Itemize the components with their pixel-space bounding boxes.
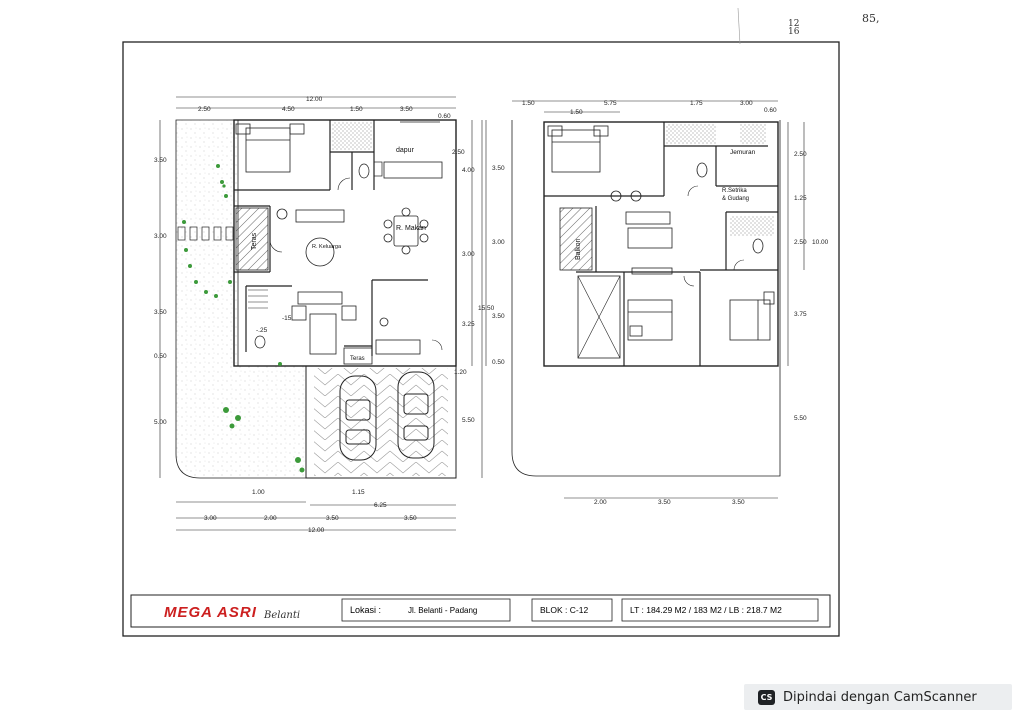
dim-uf-right-4: 3.75 (794, 311, 807, 318)
dim-gf-bottom-6: 3.50 (326, 515, 339, 522)
handwritten-note-2: 85, (862, 12, 880, 25)
room-label-makan: R. Makan (396, 225, 426, 232)
dim-uf-right-3: 2.50 (794, 239, 807, 246)
dim-gf-left-4: 0.50 (154, 353, 167, 360)
dim-gf-bottom-total: 12.00 (308, 527, 325, 534)
camscanner-watermark: CS Dipindai dengan CamScanner (744, 684, 1012, 710)
dim-gf-right-1: 2.50 (452, 149, 465, 156)
dim-uf-bottom-1: 2.00 (594, 499, 607, 506)
sheet-border (122, 41, 840, 637)
handwritten-note-1: 12 16 (788, 19, 800, 37)
dim-uf-right-1: 2.50 (794, 151, 807, 158)
lokasi-value: Jl. Belanti - Padang (408, 606, 477, 615)
dim-uf-right-2: 1.25 (794, 195, 807, 202)
dim-uf-top-5: 3.00 (740, 100, 753, 107)
dim-gf-bottom-4: 3.00 (204, 515, 217, 522)
dim-gf-bottom-2: 1.15 (352, 489, 365, 496)
dim-uf-top-2: 1.50 (570, 109, 583, 116)
dim-uf-right-total: 10.00 (812, 239, 829, 246)
dim-gf-right-4: 3.25 (462, 321, 475, 328)
dim-gf-bottom-7: 3.50 (404, 515, 417, 522)
dim-gf-top-2: 4.50 (282, 106, 295, 113)
handwritten-note-1b: 16 (788, 27, 800, 37)
dim-uf-top-6: 0.60 (764, 107, 777, 114)
logo-script: Belanti (263, 610, 300, 621)
logo-text: MEGA ASRI (164, 604, 257, 621)
garden-plants (182, 164, 305, 473)
ground-floor-room-labels: dapur R. Makan R. Keluarga Teras Teras (251, 147, 426, 362)
upper-floor-room-labels: Jemuran R.Setrika & Gudang Balkon (575, 149, 756, 260)
dim-gf-bottom-3: 6.25 (374, 502, 387, 509)
dim-gf-right-5: 1.20 (454, 369, 467, 376)
dim-uf-bottom-2: 3.50 (658, 499, 671, 506)
dim-uf-left-1: 3.50 (492, 165, 505, 172)
upper-floor-dimensions: 1.50 1.50 5.75 1.75 3.00 0.60 3.50 3.00 … (492, 100, 829, 506)
dim-uf-top-3: 5.75 (604, 100, 617, 107)
room-label-setrika-1: R.Setrika (722, 188, 747, 194)
dim-uf-left-3: 3.50 (492, 313, 505, 320)
dim-gf-small-2: -.25 (256, 327, 268, 334)
dim-gf-right-3: 3.00 (462, 251, 475, 258)
room-label-balkon: Balkon (575, 238, 582, 260)
handwritten-note-1a: 12 (788, 19, 800, 29)
dim-gf-left-5: 5.00 (154, 419, 167, 426)
dim-gf-right-total: 15.50 (478, 305, 495, 312)
dim-gf-top-total: 12.00 (306, 96, 323, 103)
camscanner-logo-icon: CS (758, 689, 775, 705)
dim-gf-top-1: 2.50 (198, 106, 211, 113)
dim-gf-top-4: 3.50 (400, 106, 413, 113)
dim-uf-left-2: 3.00 (492, 239, 505, 246)
dim-gf-small-1: -15 (282, 315, 292, 322)
dim-uf-left-4: 0.50 (492, 359, 505, 366)
room-label-keluarga: R. Keluarga (312, 244, 342, 250)
dim-gf-top-3: 1.50 (350, 106, 363, 113)
ground-floor-dimensions: 12.00 2.50 4.50 1.50 3.50 0.60 3.50 3.00… (154, 96, 495, 534)
blok-value: BLOK : C-12 (540, 605, 588, 615)
dim-uf-right-5: 5.50 (794, 415, 807, 422)
ground-floor-plan (159, 96, 483, 531)
camscanner-text: Dipindai dengan CamScanner (783, 689, 977, 705)
room-label-jemuran: Jemuran (730, 149, 756, 156)
dim-gf-right-2: 4.00 (462, 167, 475, 174)
room-label-teras-side: Teras (251, 232, 258, 250)
room-label-setrika-2: & Gudang (722, 196, 749, 202)
dim-gf-right-6: 5.50 (462, 417, 475, 424)
dim-gf-left-1: 3.50 (154, 157, 167, 164)
dim-gf-left-3: 3.50 (154, 309, 167, 316)
title-block: MEGA ASRI Belanti Lokasi : Jl. Belanti -… (130, 594, 831, 628)
room-label-teras-front: Teras (350, 356, 365, 362)
lokasi-label: Lokasi : (350, 605, 381, 615)
room-label-dapur: dapur (396, 147, 415, 154)
upper-floor-plan (485, 100, 805, 499)
dim-uf-top-1: 1.50 (522, 100, 535, 107)
dim-gf-bottom-1: 1.00 (252, 489, 265, 496)
area-value: LT : 184.29 M2 / 183 M2 / LB : 218.7 M2 (630, 605, 782, 615)
dim-uf-top-4: 1.75 (690, 100, 703, 107)
dim-uf-bottom-3: 3.50 (732, 499, 745, 506)
dim-gf-top-5: 0.60 (438, 113, 451, 120)
dim-gf-bottom-5: 2.00 (264, 515, 277, 522)
dim-gf-left-2: 3.00 (154, 233, 167, 240)
